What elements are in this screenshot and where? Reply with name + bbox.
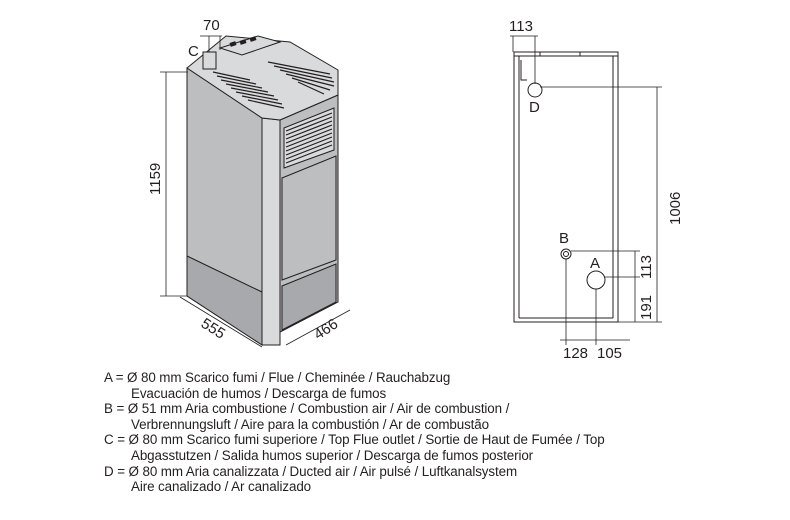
dim-113-side-text: 113 bbox=[638, 255, 655, 279]
dim-height: 1159 bbox=[147, 71, 188, 297]
dim-back-a-b: 113 191 bbox=[571, 250, 655, 322]
legend-c-line2: Abgasstutzen / Salida humos superior / D… bbox=[131, 447, 534, 463]
dim-1006-text: 1006 bbox=[667, 192, 684, 225]
legend-d-line1: D = Ø 80 mm Aria canalizzata / Ducted ai… bbox=[104, 463, 518, 479]
top-grille bbox=[212, 61, 335, 109]
dim-70-text: 70 bbox=[203, 17, 220, 34]
label-b: B bbox=[559, 230, 569, 247]
legend-b-line2: Verbrennungsluft / Aire para la combusti… bbox=[131, 416, 489, 432]
front-lower-panel bbox=[281, 263, 337, 331]
outlet-b-circle bbox=[560, 248, 572, 260]
stove-perspective-view: 70 C 1159 555 466 bbox=[147, 17, 351, 348]
dim-191-text: 191 bbox=[638, 295, 655, 320]
dim-105-text: 105 bbox=[597, 345, 622, 362]
connections-legend: A = Ø 80 mm Scarico fumi / Flue / Chemin… bbox=[104, 370, 764, 495]
outlet-d-circle bbox=[527, 82, 543, 98]
stove-front-corner bbox=[261, 117, 281, 346]
legend-d-line2: Aire canalizado / Ar canalizado bbox=[131, 479, 312, 495]
label-c: C bbox=[188, 43, 199, 60]
legend-a-line2: Evacuación de humos / Descarga de fumos bbox=[131, 385, 387, 401]
outlet-a-circle bbox=[586, 270, 606, 290]
legend-c-line1: C = Ø 80 mm Scarico fumi superiore / Top… bbox=[104, 432, 605, 448]
legend-a-line1: A = Ø 80 mm Scarico fumi / Flue / Chemin… bbox=[104, 370, 451, 385]
legend-item-d: D = Ø 80 mm Aria canalizzata / Ducted ai… bbox=[104, 464, 764, 495]
label-a: A bbox=[590, 255, 600, 272]
dim-back-horizontal: 128 105 bbox=[560, 259, 630, 362]
stove-back-view: D B A 113 1006 113 191 bbox=[509, 18, 684, 362]
dim-1159-text: 1159 bbox=[147, 163, 164, 195]
legend-item-c: C = Ø 80 mm Scarico fumi superiore / Top… bbox=[104, 432, 764, 463]
flue-outlet-c-stub bbox=[202, 51, 217, 70]
dim-back-d-height: 1006 bbox=[540, 86, 684, 323]
dim-back-top: 113 bbox=[509, 18, 538, 84]
dim-flue-offset: 70 C bbox=[188, 17, 222, 60]
legend-b-line1: B = Ø 51 mm Aria combustione / Combustio… bbox=[104, 401, 510, 417]
legend-item-b: B = Ø 51 mm Aria combustione / Combustio… bbox=[104, 401, 764, 432]
front-door bbox=[281, 155, 337, 281]
legend-item-a: A = Ø 80 mm Scarico fumi / Flue / Chemin… bbox=[104, 370, 764, 401]
label-d: D bbox=[529, 99, 540, 116]
stove-top bbox=[186, 35, 339, 121]
dim-466-text: 466 bbox=[311, 315, 341, 343]
dim-113-top-text: 113 bbox=[509, 18, 533, 35]
dim-128-text: 128 bbox=[563, 345, 588, 362]
front-vent-grille bbox=[283, 107, 335, 169]
control-panel bbox=[218, 35, 282, 56]
